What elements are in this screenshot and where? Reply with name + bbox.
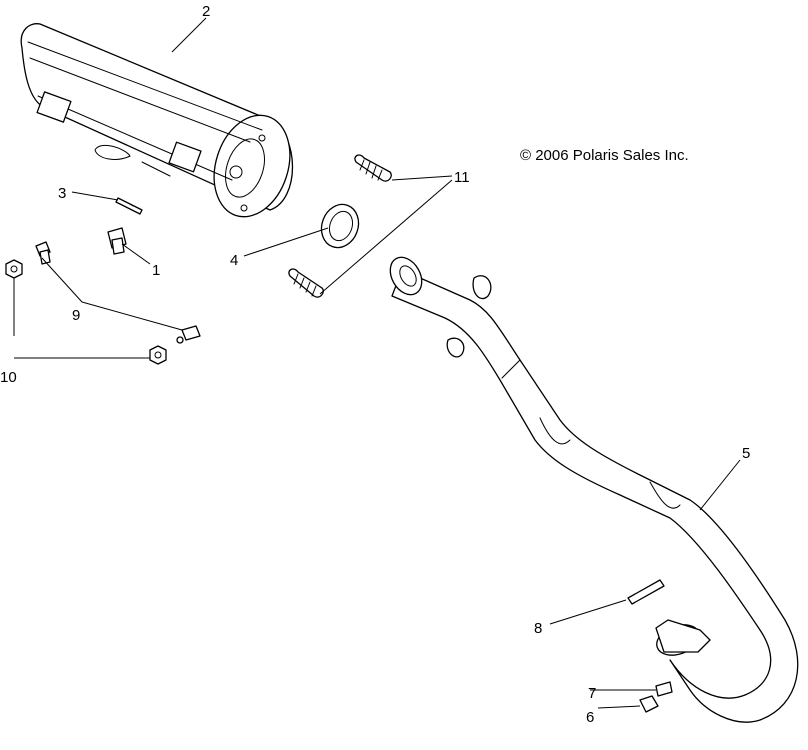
spring-part-11-upper [354, 154, 392, 182]
pin-part-8 [627, 579, 665, 605]
muffler-part-2 [20, 23, 294, 218]
nut-part-10-right [149, 345, 167, 365]
nut-part-10-left [5, 259, 23, 279]
callout-5: 5 [742, 445, 750, 462]
callout-1: 1 [152, 262, 160, 279]
bolt-part-1 [107, 227, 127, 255]
head-pipe-part-5 [389, 256, 799, 723]
copyright-notice: © 2006 Polaris Sales Inc. [520, 147, 689, 164]
spring-part-11-lower [288, 268, 324, 298]
callout-4: 4 [230, 252, 238, 269]
callout-10: 10 [0, 369, 17, 386]
screw-part-7 [655, 681, 673, 697]
washer-part-9 [176, 325, 201, 344]
gasket-part-4 [320, 203, 360, 249]
nut-part-6 [639, 695, 659, 713]
pin-part-3 [115, 197, 143, 215]
callout-6: 6 [586, 709, 594, 726]
callout-8: 8 [534, 620, 542, 637]
leader-lines [13, 17, 741, 709]
callout-2: 2 [202, 3, 210, 20]
bolt-part-9 [35, 241, 51, 265]
callout-3: 3 [58, 185, 66, 202]
callout-11: 11 [454, 169, 470, 186]
callout-7: 7 [588, 685, 596, 702]
callout-9: 9 [72, 307, 80, 324]
